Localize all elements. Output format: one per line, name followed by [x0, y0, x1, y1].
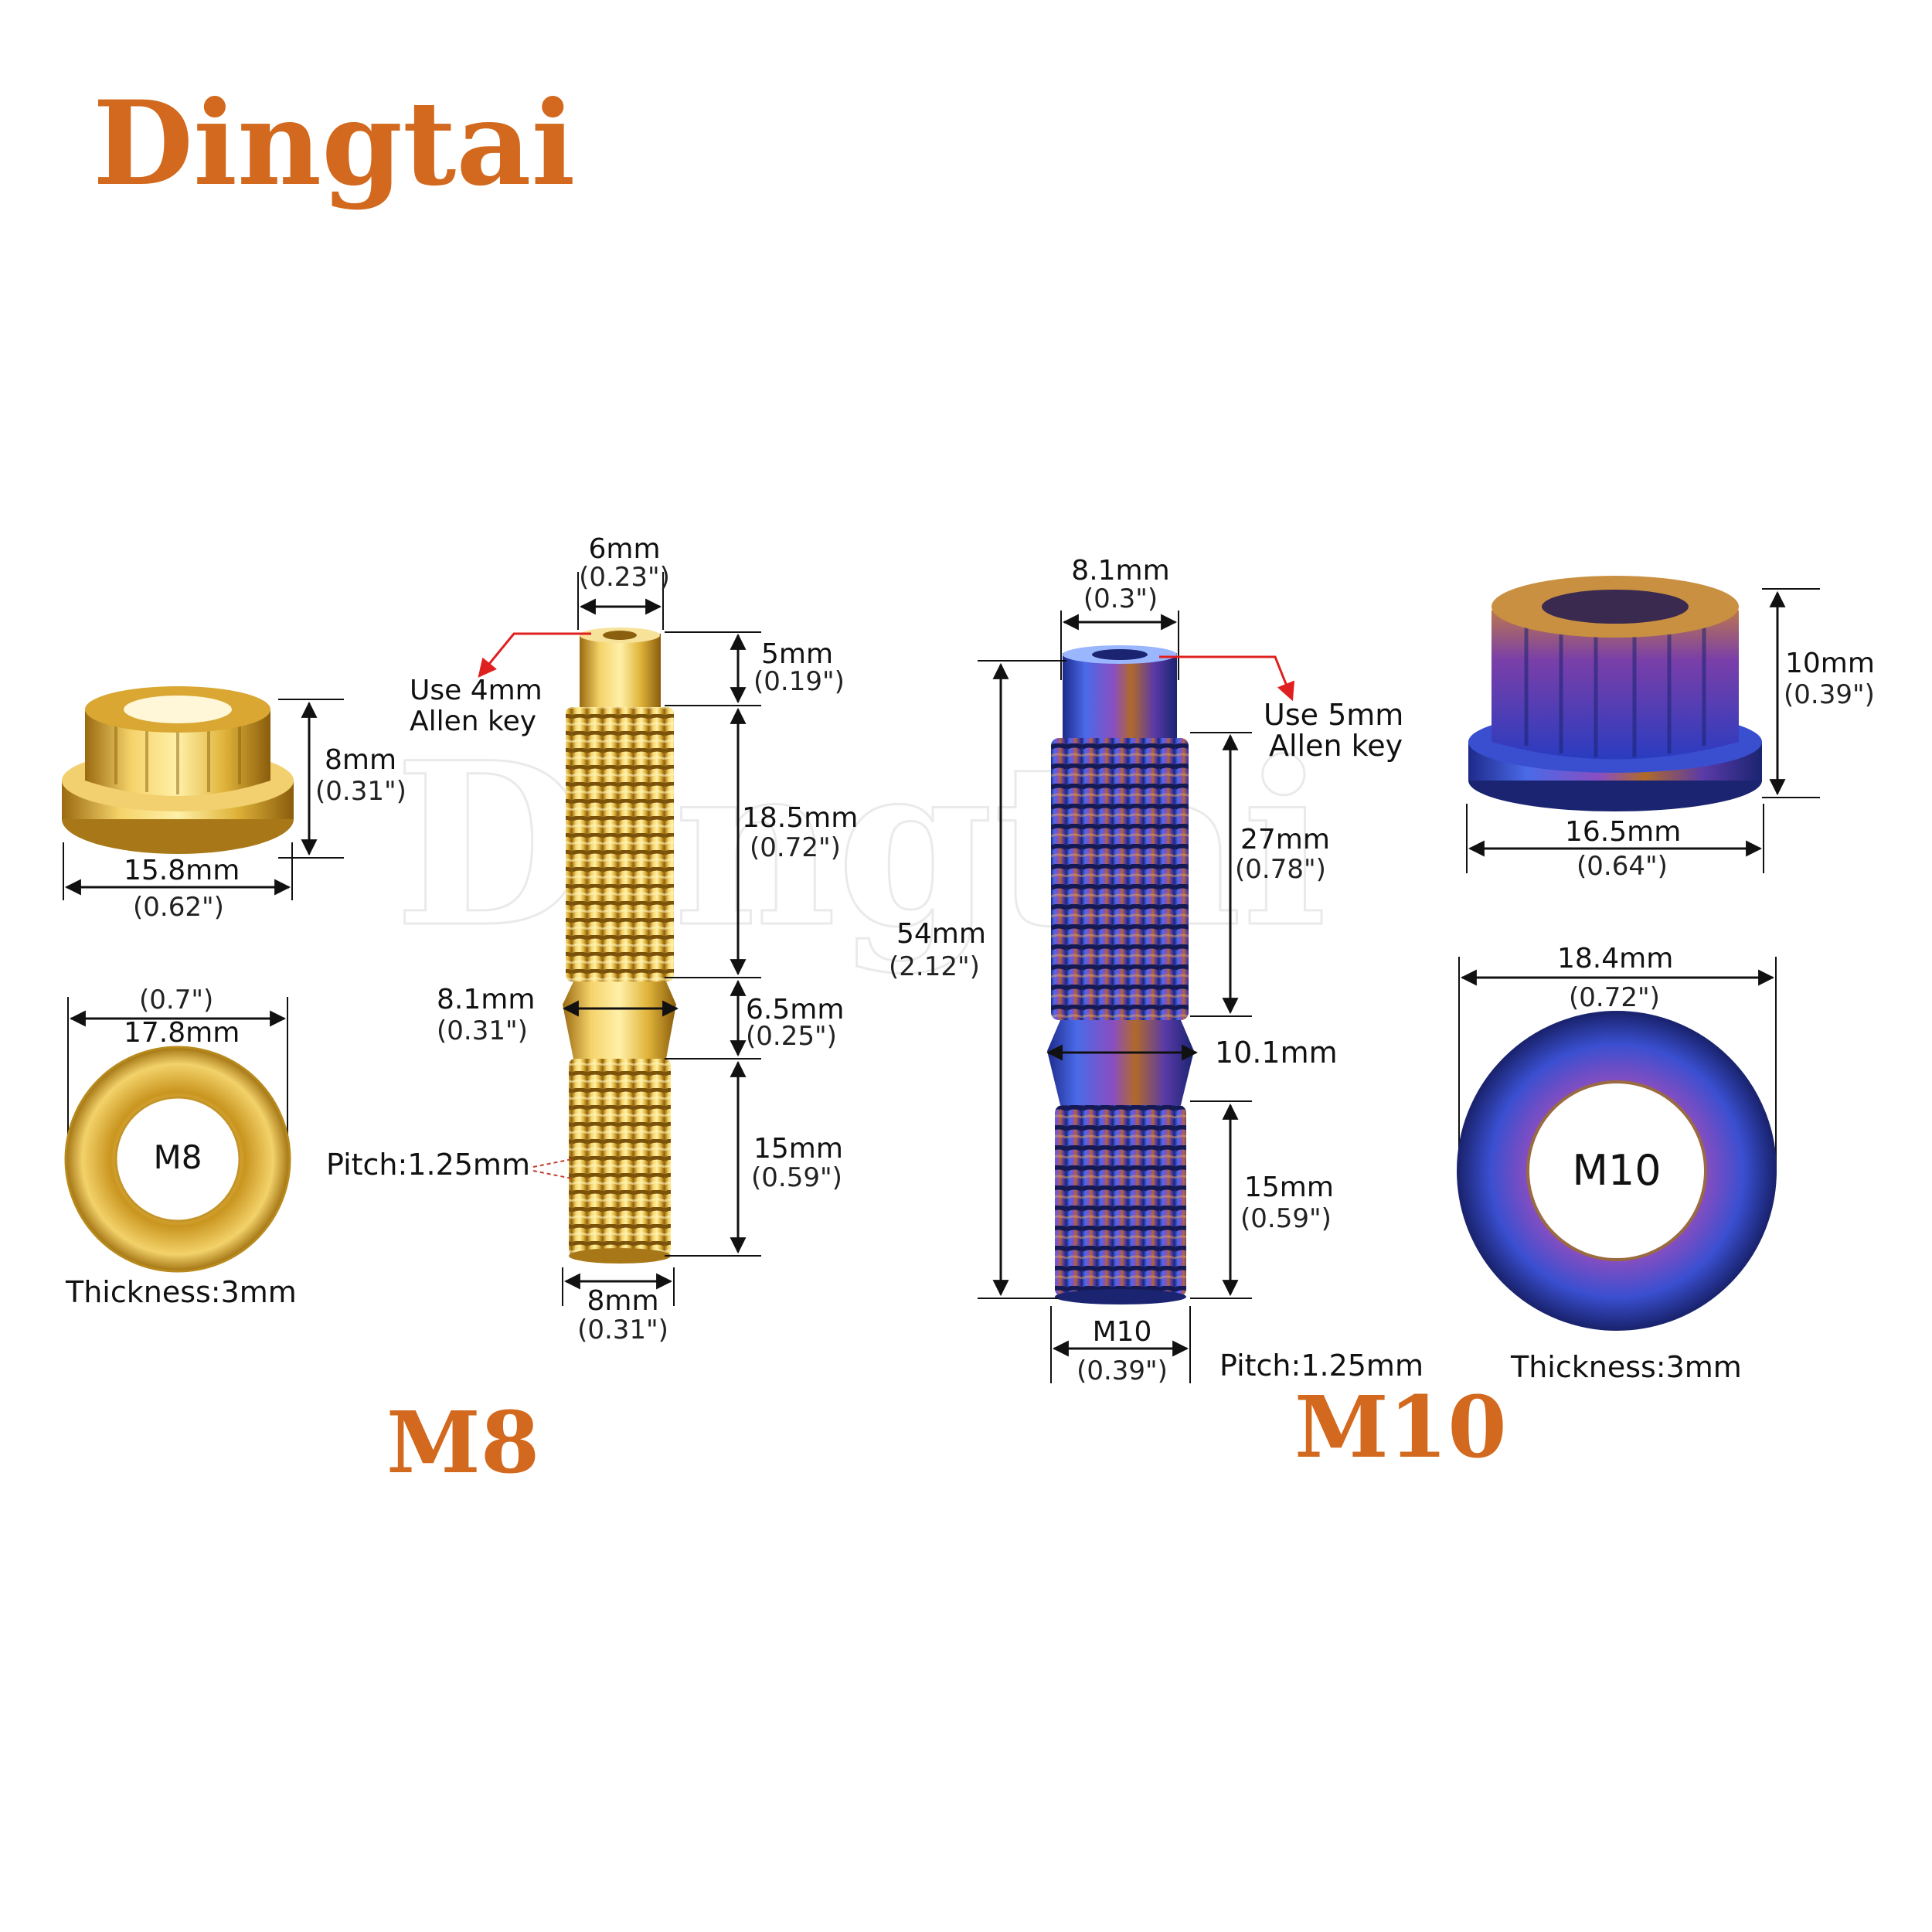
m10-pitch: Pitch:1.25mm: [1219, 1349, 1423, 1383]
m10-thread1-length: 27mm: [1240, 824, 1330, 855]
m8-thread2-length: 15mm: [753, 1133, 843, 1165]
m8-flange-nut: [62, 686, 294, 854]
m8-collar-length: 6.5mm: [746, 994, 844, 1026]
m10-stud-top-width: 8.1mm: [1071, 555, 1169, 587]
m10-allen-key-line1: Use 5mm: [1264, 698, 1403, 732]
brand-logo: Dingtai: [93, 76, 575, 212]
m10-nut-width-inch: (0.64"): [1577, 851, 1668, 882]
m8-collar-diameter-inch: (0.31"): [437, 1015, 528, 1046]
m10-nut-height-inch: (0.39"): [1784, 679, 1875, 710]
m8-pitch: Pitch:1.25mm: [326, 1148, 530, 1182]
m8-washer: [64, 1046, 291, 1273]
m8-head-length-inch: (0.19"): [753, 666, 845, 697]
m8-allen-key-line2: Allen key: [410, 706, 536, 737]
m8-nut-height-label: 8mm: [325, 744, 396, 776]
m10-collar-diameter: 10.1mm: [1215, 1036, 1338, 1070]
m8-washer-thickness: Thickness:3mm: [65, 1275, 297, 1309]
m8-stud-top-width: 6mm: [588, 533, 660, 565]
m8-bottom-width: 8mm: [587, 1285, 658, 1317]
m8-washer-size-label: M8: [154, 1138, 202, 1176]
m8-washer-width-label: 17.8mm: [124, 1017, 240, 1049]
m8-thread2-length-inch: (0.59"): [751, 1162, 842, 1193]
m8-collar-diameter: 8.1mm: [437, 984, 535, 1015]
m8-collar-length-inch: (0.25"): [746, 1021, 837, 1052]
m10-thread2-length-inch: (0.59"): [1240, 1203, 1332, 1234]
m10-washer-thickness: Thickness:3mm: [1510, 1350, 1742, 1384]
m8-washer-width-inch: (0.7"): [139, 985, 213, 1015]
m10-nut-width-label: 16.5mm: [1565, 816, 1681, 848]
m8-thread1-length-inch: (0.72"): [750, 832, 841, 863]
m8-nut-height-inch: (0.31"): [315, 776, 406, 807]
m8-head-length: 5mm: [761, 638, 833, 670]
m10-thread1-length-inch: (0.78"): [1235, 854, 1326, 885]
m8-thread1-length: 18.5mm: [742, 802, 858, 834]
m8-title: M8: [386, 1393, 539, 1492]
m10-bottom-width: M10: [1093, 1316, 1152, 1348]
m10-thread2-length: 15mm: [1244, 1172, 1334, 1203]
m10-bottom-width-inch: (0.39"): [1077, 1355, 1168, 1386]
m10-total-length-inch: (2.12"): [889, 951, 980, 982]
m10-allen-key-line2: Allen key: [1269, 729, 1403, 763]
m10-flange-nut: [1468, 576, 1762, 811]
m10-washer-size-label: M10: [1572, 1146, 1661, 1195]
m10-washer: [1457, 1011, 1777, 1331]
m8-nut-width-inch: (0.62"): [133, 892, 224, 923]
m8-stud: [563, 628, 676, 1264]
m10-washer-width-label: 18.4mm: [1557, 943, 1673, 975]
m10-washer-width-inch: (0.72"): [1569, 982, 1660, 1013]
m10-title: M10: [1294, 1377, 1507, 1477]
m8-stud-top-width-inch: (0.23"): [579, 562, 670, 593]
m10-nut-height-label: 10mm: [1785, 648, 1875, 679]
m8-allen-key-line1: Use 4mm: [410, 675, 543, 706]
m8-nut-width-label: 15.8mm: [124, 855, 240, 886]
m10-stud-top-width-inch: (0.3"): [1083, 583, 1158, 614]
m8-bottom-width-inch: (0.31"): [577, 1315, 668, 1345]
m10-stud: [1047, 645, 1194, 1304]
m10-total-length: 54mm: [896, 918, 986, 950]
